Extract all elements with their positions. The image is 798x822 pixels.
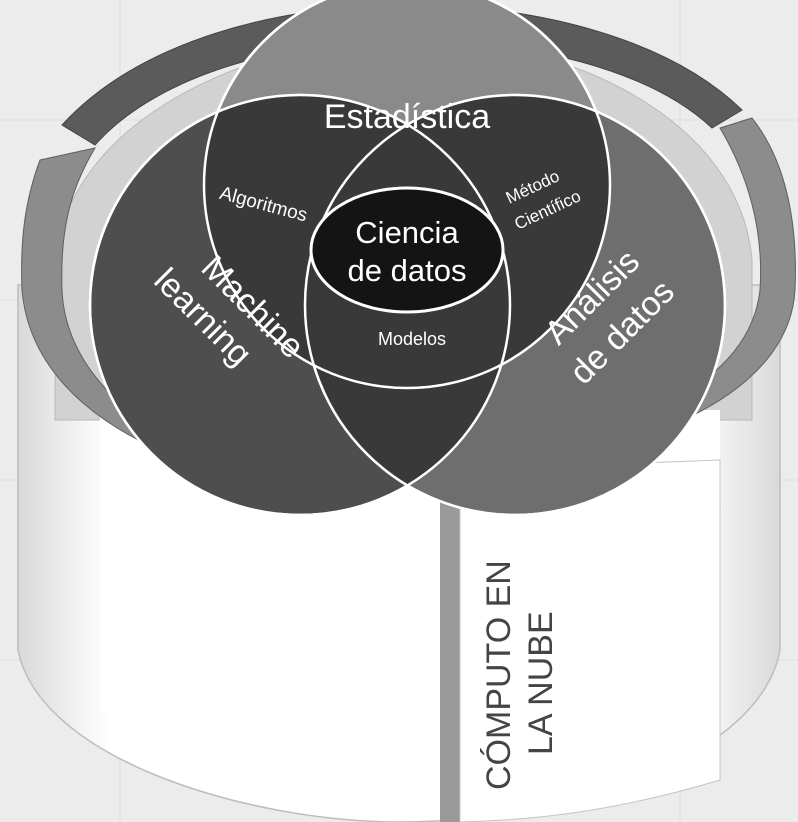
label-panel — [440, 470, 460, 822]
label-panel-face — [459, 459, 721, 822]
label-ciencia: Ciencia — [355, 215, 459, 250]
center-ciencia-datos — [309, 186, 505, 314]
label-estadistica: Estadística — [324, 98, 490, 136]
label-de-datos: de datos — [348, 253, 467, 288]
label-computo-en: CÓMPUTO EN — [480, 560, 518, 790]
label-la-nube: LA NUBE — [522, 611, 560, 755]
label-modelos: Modelos — [378, 329, 446, 349]
